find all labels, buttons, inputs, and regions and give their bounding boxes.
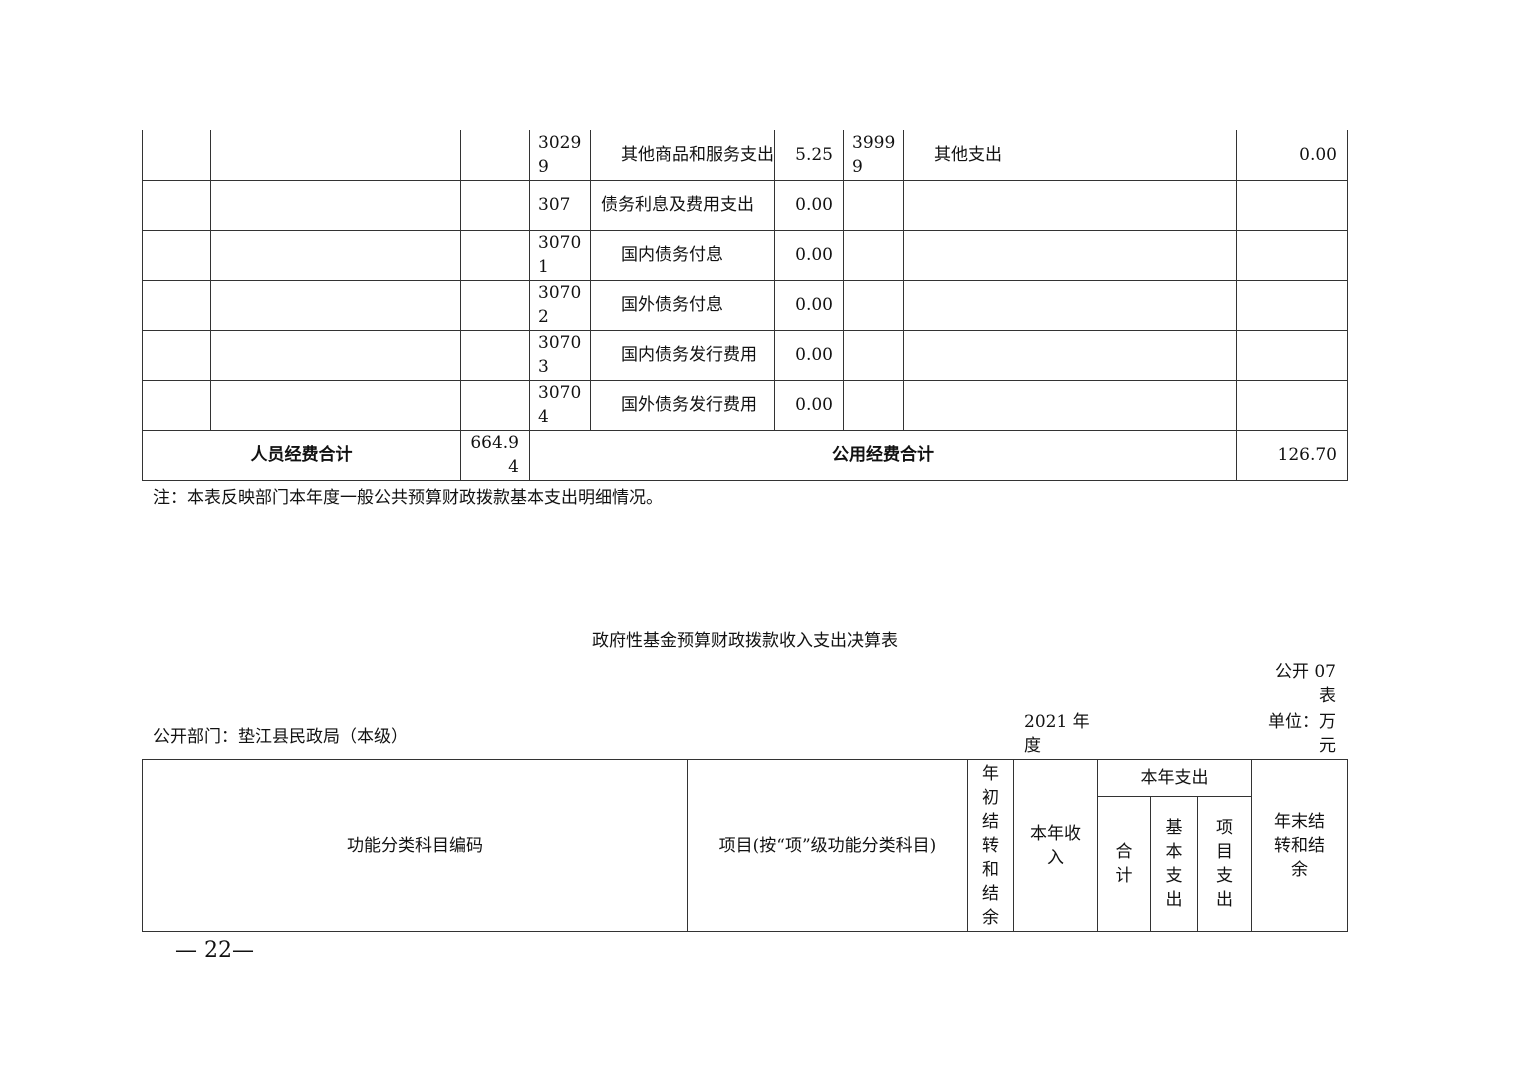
econ-code-cell: 30704 <box>529 379 591 431</box>
amount-cell: 0.00 <box>774 279 844 331</box>
header-row: 功能分类科目编码 项目(按“项”级功能分类科目) 年初结转和结余 本年收入 本年… <box>142 759 1348 932</box>
department-label: 公开部门：垫江县民政局（本级） <box>153 727 408 747</box>
unit-label: 单位：万元 <box>1268 712 1336 756</box>
public-total-value: 126.70 <box>1236 429 1348 481</box>
amount-cell: 0.00 <box>774 329 844 381</box>
table-row: 307 债务利息及费用支出 0.00 <box>142 179 1348 231</box>
header-carry-out: 年末结转和结余 <box>1274 811 1325 880</box>
table-title: 政府性基金预算财政拨款收入支出决算表 <box>592 631 898 651</box>
econ-name-cell: 国内债务付息 <box>590 229 775 281</box>
econ-code-cell: 30701 <box>529 229 591 281</box>
amount-cell: 0.00 <box>774 229 844 281</box>
personnel-total-value: 664.94 <box>460 429 530 481</box>
header-carry-in: 年初结转和结余 <box>982 763 999 928</box>
econ-code-cell: 307 <box>529 179 591 231</box>
header-expense-group: 本年支出 <box>1097 759 1252 797</box>
table-row: 30702 国外债务付息 0.00 <box>142 279 1348 331</box>
econ-code-cell: 39999 <box>843 130 904 181</box>
econ-code-cell: 30702 <box>529 279 591 331</box>
table-row: 30701 国内债务付息 0.00 <box>142 229 1348 281</box>
header-item: 项目(按“项”级功能分类科目) <box>687 759 968 932</box>
header-row: 合计 基本支出 项目支出 <box>143 796 1348 932</box>
header-code: 功能分类科目编码 <box>142 759 688 932</box>
econ-code-cell: 30703 <box>529 329 591 381</box>
econ-name-cell: 国内债务发行费用 <box>590 329 775 381</box>
total-row: 人员经费合计 664.94 公用经费合计 126.70 <box>142 429 1348 481</box>
table-tag: 公开 07 表 <box>1274 662 1336 706</box>
personnel-total-label: 人员经费合计 <box>142 429 461 481</box>
header-income: 本年收入 <box>1030 823 1081 868</box>
econ-name-cell: 国外债务付息 <box>590 279 775 331</box>
table-row: 30299 其他商品和服务支出 5.25 39999 其他支出 0.00 <box>142 130 1348 181</box>
table-note: 注：本表反映部门本年度一般公共预算财政拨款基本支出明细情况。 <box>153 488 663 508</box>
amount-cell: 0.00 <box>1236 130 1348 181</box>
econ-name-cell: 其他商品和服务支出 <box>590 130 775 181</box>
amount-cell: 0.00 <box>774 379 844 431</box>
econ-name-cell: 债务利息及费用支出 <box>590 179 775 231</box>
econ-code-cell: 30299 <box>529 130 591 181</box>
header-total: 合计 <box>1115 842 1133 886</box>
basic-expense-detail-table: 30299 其他商品和服务支出 5.25 39999 其他支出 0.00 307… <box>142 130 1348 481</box>
econ-name-cell: 其他支出 <box>903 130 1237 181</box>
amount-cell: 0.00 <box>774 179 844 231</box>
header-project: 项目支出 <box>1216 818 1233 910</box>
year-label: 2021 年度 <box>1024 712 1090 756</box>
page-number: — 22— <box>175 938 254 963</box>
header-basic: 基本支出 <box>1165 818 1183 910</box>
gov-fund-table: 功能分类科目编码 项目(按“项”级功能分类科目) 年初结转和结余 本年收入 本年… <box>142 759 1348 932</box>
econ-name-cell: 国外债务发行费用 <box>590 379 775 431</box>
table-row: 30703 国内债务发行费用 0.00 <box>142 329 1348 381</box>
public-total-label: 公用经费合计 <box>529 429 1237 481</box>
table-row: 30704 国外债务发行费用 0.00 <box>142 379 1348 431</box>
amount-cell: 5.25 <box>774 130 844 181</box>
